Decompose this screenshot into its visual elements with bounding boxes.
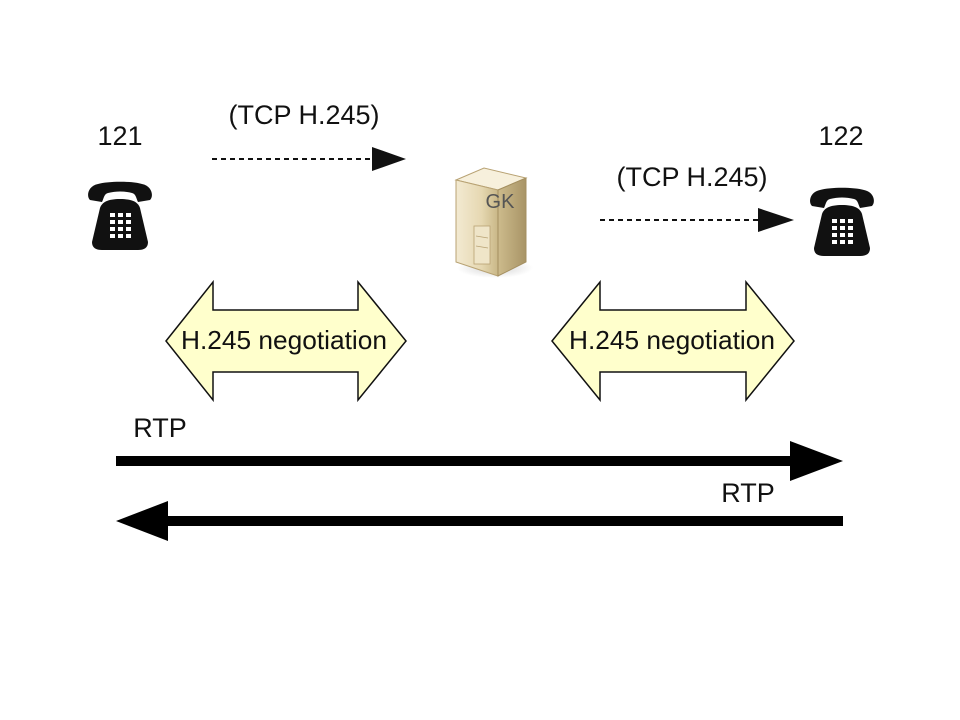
endpoint-right-number: 122 [818,121,863,151]
rtp-backward-label: RTP [721,478,775,508]
negotiation-right-label: H.245 negotiation [569,325,775,355]
negotiation-left-label: H.245 negotiation [181,325,387,355]
server-icon [454,167,533,278]
negotiation-left-arrow [165,279,407,403]
telephone-icon [88,181,152,250]
signaling-left-arrow [212,147,406,171]
gatekeeper-label: GK [486,191,516,213]
signaling-right-label: (TCP H.245) [616,162,767,192]
rtp-forward-label: RTP [133,413,187,443]
rtp-backward-arrow [116,501,843,541]
negotiation-right-arrow [551,279,795,403]
rtp-forward-arrow [116,441,843,481]
signaling-right-arrow [600,208,794,232]
signaling-left-label: (TCP H.245) [228,100,379,130]
telephone-icon [810,187,874,256]
endpoint-left-number: 121 [97,121,142,151]
